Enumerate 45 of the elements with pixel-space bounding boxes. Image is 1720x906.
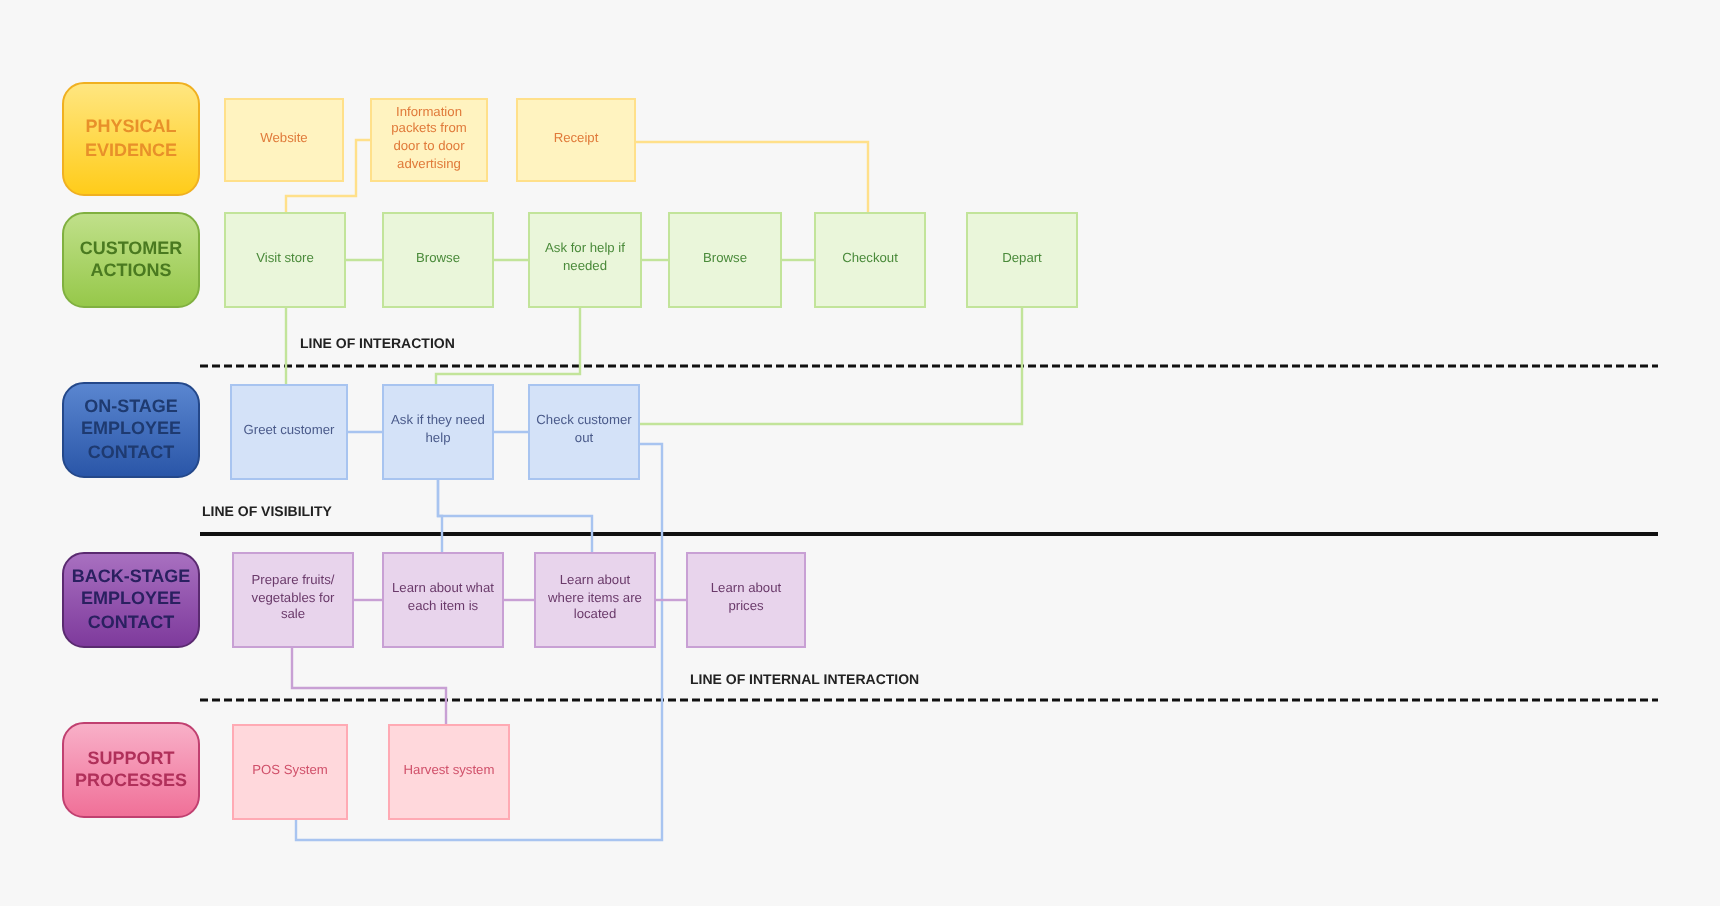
lane-title: SUPPORT PROCESSES	[72, 747, 190, 793]
lane-title: ON-STAGE EMPLOYEE CONTACT	[78, 396, 183, 464]
lane-header	[62, 82, 200, 196]
process-box	[686, 552, 806, 648]
connector-line	[494, 430, 528, 434]
connector-line	[504, 598, 534, 602]
connector-line	[348, 430, 382, 434]
lane-header	[62, 552, 200, 648]
lane-title: CUSTOMER ACTIONS	[77, 237, 185, 283]
lane-title: PHYSICAL EVIDENCE	[82, 116, 179, 162]
connector-line	[294, 442, 664, 842]
process-box	[388, 724, 510, 820]
connector-line	[290, 648, 448, 724]
process-box	[224, 212, 346, 308]
connector-line	[782, 258, 814, 262]
lane-header	[62, 722, 200, 818]
lane-header	[62, 382, 200, 478]
process-box	[814, 212, 926, 308]
process-box	[370, 98, 488, 182]
process-box	[966, 212, 1078, 308]
connector-line	[642, 258, 668, 262]
process-box	[232, 724, 348, 820]
connector-line	[434, 308, 582, 384]
connector-line	[656, 598, 686, 602]
connector-line	[346, 258, 382, 262]
process-box	[382, 212, 494, 308]
connector-line	[354, 598, 382, 602]
connector-line	[436, 480, 594, 552]
process-box	[230, 384, 348, 480]
connector-line	[284, 138, 370, 212]
process-box	[528, 384, 640, 480]
connector-line	[636, 140, 870, 212]
connector-line	[494, 258, 528, 262]
process-box	[232, 552, 354, 648]
process-box	[528, 212, 642, 308]
process-box	[668, 212, 782, 308]
process-box	[516, 98, 636, 182]
process-box	[534, 552, 656, 648]
lane-header	[62, 212, 200, 308]
process-box	[224, 98, 344, 182]
process-box	[382, 552, 504, 648]
process-box	[382, 384, 494, 480]
connector-line	[640, 308, 1024, 426]
connector-line	[284, 308, 288, 384]
lane-title: BACK-STAGE EMPLOYEE CONTACT	[70, 566, 192, 634]
